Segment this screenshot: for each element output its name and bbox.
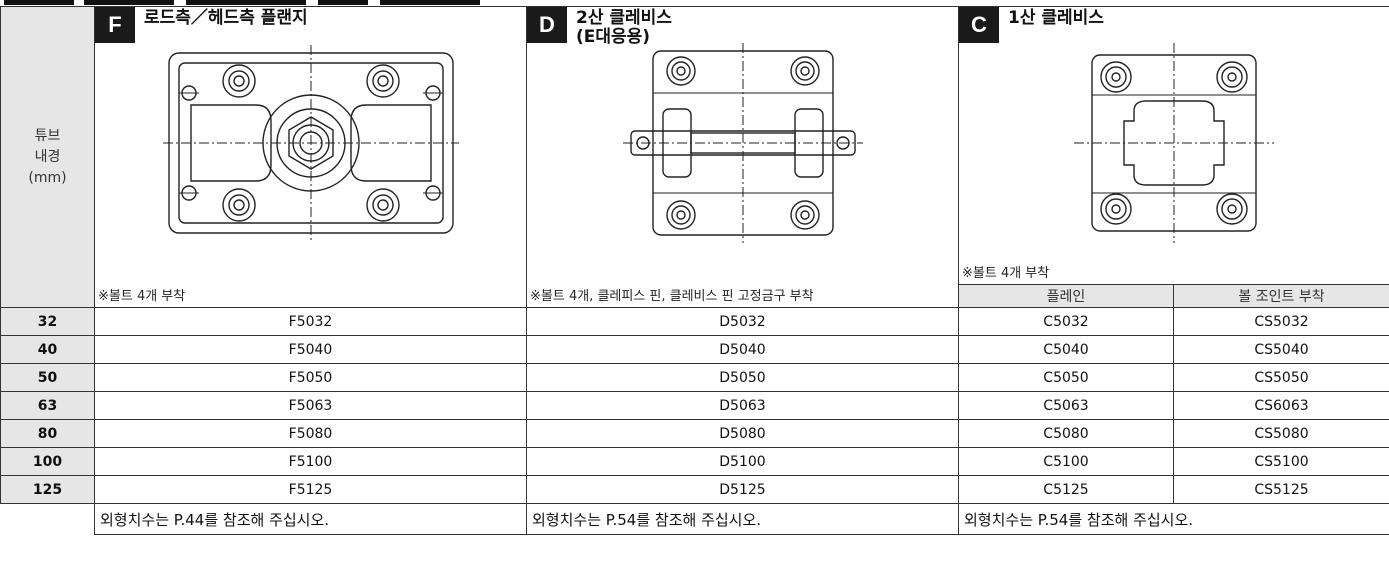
type-flange: F 로드측／헤드측 플랜지 bbox=[94, 6, 527, 308]
type-badge: D bbox=[527, 7, 567, 43]
table-row: 100 F5100 D5100 C5100 CS5100 bbox=[0, 447, 1389, 476]
part-number-cell: F5080 bbox=[94, 419, 527, 448]
part-number-cell: CS6063 bbox=[1173, 391, 1389, 420]
part-number-cell: C5080 bbox=[958, 419, 1174, 448]
footer-blank bbox=[0, 503, 95, 535]
heading-fragment bbox=[186, 0, 306, 5]
part-number-cell: CS5125 bbox=[1173, 475, 1389, 504]
type-title: 로드측／헤드측 플랜지 bbox=[144, 8, 308, 28]
type-single-clevis: C 1산 클레비스 ※볼트 4개 부착 bbox=[958, 6, 1389, 285]
type-note: ※볼트 4개 부착 bbox=[98, 289, 186, 304]
part-number-cell: F5100 bbox=[94, 447, 527, 476]
bore-label-line: (mm) bbox=[28, 169, 67, 186]
mounting-bracket-table: 튜브 내경 (mm) F 로드측／헤드측 플랜지 bbox=[0, 6, 1389, 535]
double-clevis-drawing bbox=[622, 43, 863, 243]
part-number-cell: C5063 bbox=[958, 391, 1174, 420]
type-title: 1산 클레비스 bbox=[1008, 8, 1104, 28]
part-number-cell: D5063 bbox=[526, 391, 959, 420]
table-row: 50 F5050 D5050 C5050 CS5050 bbox=[0, 363, 1389, 392]
type-header: F 로드측／헤드측 플랜지 bbox=[95, 7, 526, 43]
heading-fragment bbox=[318, 0, 368, 5]
part-number-cell: C5100 bbox=[958, 447, 1174, 476]
table-row: 80 F5080 D5080 C5080 CS5080 bbox=[0, 419, 1389, 448]
part-number-cell: F5125 bbox=[94, 475, 527, 504]
subheader-ball-joint: 볼 조인트 부착 bbox=[1173, 283, 1389, 309]
part-number-cell: D5080 bbox=[526, 419, 959, 448]
part-number-cell: CS5100 bbox=[1173, 447, 1389, 476]
part-number-cell: C5050 bbox=[958, 363, 1174, 392]
part-number-cell: D5125 bbox=[526, 475, 959, 504]
type-header: D 2산 클레비스 (E대응용) bbox=[527, 7, 958, 47]
table-row: 32 F5032 D5032 C5032 CS5032 bbox=[0, 307, 1389, 336]
heading-fragment bbox=[380, 0, 480, 5]
part-number-cell: F5050 bbox=[94, 363, 527, 392]
bore-cell: 100 bbox=[0, 447, 95, 476]
subheader-row: 플레인 볼 조인트 부착 bbox=[1, 283, 1389, 309]
table-row: 63 F5063 D5063 C5063 CS6063 bbox=[0, 391, 1389, 420]
part-number-cell: CS5032 bbox=[1173, 307, 1389, 336]
footer-note-single-clevis: 외형치수는 P.54를 참조해 주십시오. bbox=[958, 503, 1389, 535]
part-number-cell: C5040 bbox=[958, 335, 1174, 364]
bore-cell: 50 bbox=[0, 363, 95, 392]
table-row: 125 F5125 D5125 C5125 CS5125 bbox=[0, 475, 1389, 504]
part-number-cell: C5125 bbox=[958, 475, 1174, 504]
part-number-cell: CS5050 bbox=[1173, 363, 1389, 392]
part-number-cell: CS5040 bbox=[1173, 335, 1389, 364]
part-number-cell: D5100 bbox=[526, 447, 959, 476]
type-header: C 1산 클레비스 bbox=[959, 7, 1389, 43]
clipped-heading bbox=[0, 0, 1389, 6]
bore-cell: 63 bbox=[0, 391, 95, 420]
part-number-cell: F5032 bbox=[94, 307, 527, 336]
type-note: ※볼트 4개, 클레피스 핀, 클레비스 핀 고정금구 부착 bbox=[530, 289, 814, 304]
subheader-plain: 플레인 bbox=[958, 283, 1174, 309]
part-number-cell: D5050 bbox=[526, 363, 959, 392]
flange-drawing bbox=[162, 45, 459, 241]
part-number-cell: F5063 bbox=[94, 391, 527, 420]
type-title: 2산 클레비스 (E대응용) bbox=[576, 8, 672, 47]
type-badge: F bbox=[95, 7, 135, 43]
heading-fragment bbox=[4, 0, 74, 5]
bore-label-line: 내경 bbox=[34, 148, 61, 165]
footer-row: 외형치수는 P.44를 참조해 주십시오. 외형치수는 P.54를 참조해 주십… bbox=[0, 503, 1389, 535]
bore-cell: 32 bbox=[0, 307, 95, 336]
table-row: 40 F5040 D5040 C5040 CS5040 bbox=[0, 335, 1389, 364]
type-double-clevis: D 2산 클레비스 (E대응용) bbox=[526, 6, 959, 308]
bore-cell: 125 bbox=[0, 475, 95, 504]
part-number-cell: C5032 bbox=[958, 307, 1174, 336]
part-number-cell: D5032 bbox=[526, 307, 959, 336]
part-number-cell: CS5080 bbox=[1173, 419, 1389, 448]
type-header-row: 튜브 내경 (mm) F 로드측／헤드측 플랜지 bbox=[0, 6, 1389, 308]
footer-note-flange: 외형치수는 P.44를 참조해 주십시오. bbox=[94, 503, 527, 535]
single-clevis-drawing bbox=[1074, 43, 1274, 243]
part-number-cell: F5040 bbox=[94, 335, 527, 364]
footer-note-double-clevis: 외형치수는 P.54를 참조해 주십시오. bbox=[526, 503, 959, 535]
bore-header: 튜브 내경 (mm) bbox=[0, 6, 95, 308]
type-badge: C bbox=[959, 7, 999, 43]
bore-cell: 40 bbox=[0, 335, 95, 364]
bore-label-line: 튜브 bbox=[34, 127, 61, 144]
bore-cell: 80 bbox=[0, 419, 95, 448]
part-number-cell: D5040 bbox=[526, 335, 959, 364]
heading-fragment bbox=[84, 0, 174, 5]
type-note: ※볼트 4개 부착 bbox=[962, 265, 1050, 281]
